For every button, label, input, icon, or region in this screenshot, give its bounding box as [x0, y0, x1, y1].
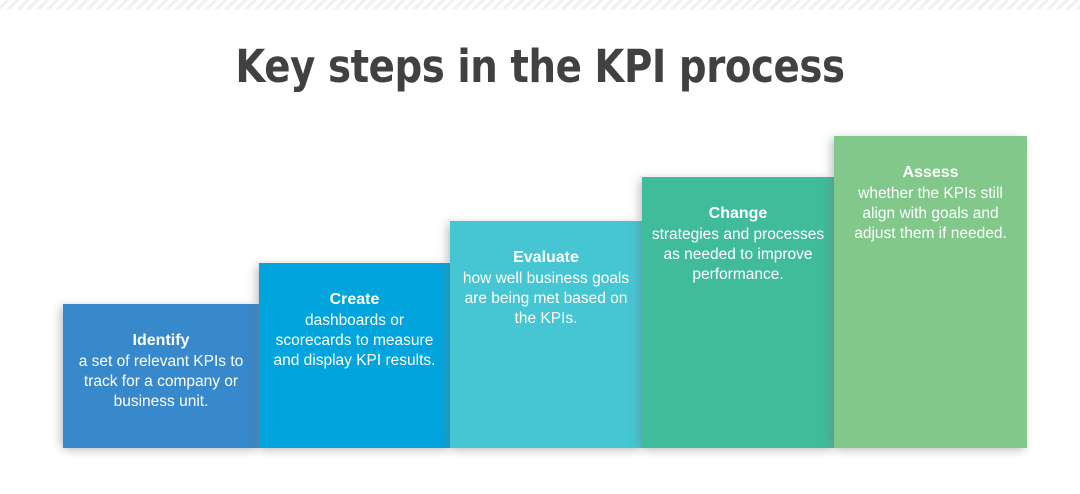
step-title-assess: Assess	[902, 164, 959, 181]
step-bar-identify: Identify a set of relevant KPIs to track…	[63, 304, 259, 448]
step-title-evaluate: Evaluate	[513, 249, 579, 266]
step-body-identify: a set of relevant KPIs to track for a co…	[78, 353, 244, 410]
step-content-create: Create dashboards or scorecards to measu…	[259, 291, 450, 370]
step-content-change: Change strategies and processes as neede…	[642, 205, 834, 284]
top-texture-strip	[0, 0, 1080, 9]
step-title-identify: Identify	[132, 332, 190, 349]
step-bar-create: Create dashboards or scorecards to measu…	[259, 263, 450, 448]
step-title-create: Create	[329, 291, 380, 308]
page-title: Key steps in the KPI process	[235, 40, 845, 93]
step-body-change: strategies and processes as needed to im…	[651, 226, 825, 283]
step-content-identify: Identify a set of relevant KPIs to track…	[63, 332, 259, 411]
step-content-evaluate: Evaluate how well business goals are bei…	[450, 249, 642, 328]
step-body-evaluate: how well business goals are being met ba…	[462, 270, 630, 327]
step-bar-change: Change strategies and processes as neede…	[642, 177, 834, 448]
step-bar-assess: Assess whether the KPIs still align with…	[834, 136, 1027, 448]
step-body-assess: whether the KPIs still align with goals …	[854, 185, 1007, 242]
step-title-change: Change	[708, 205, 768, 222]
step-bar-evaluate: Evaluate how well business goals are bei…	[450, 221, 642, 448]
step-content-assess: Assess whether the KPIs still align with…	[834, 164, 1027, 243]
top-texture-edge	[0, 9, 1080, 10]
step-body-create: dashboards or scorecards to measure and …	[273, 312, 436, 369]
